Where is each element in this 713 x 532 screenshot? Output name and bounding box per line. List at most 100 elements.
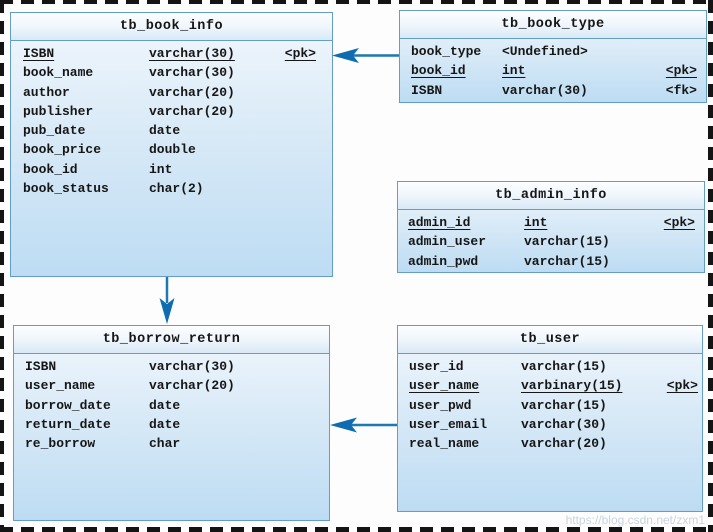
table-columns: user_id varchar(15) user_name varbinary(…: [398, 354, 702, 453]
column-name: user_name: [409, 378, 480, 394]
outer-dashed-border-top: [0, 0, 713, 4]
column-name: return_date: [25, 416, 111, 432]
column-name: admin_user: [408, 234, 487, 250]
table-row: author varchar(20): [11, 83, 332, 102]
table-row: admin_id int <pk>: [398, 213, 704, 232]
column-type: varchar(20): [149, 84, 235, 100]
entity-table-tb-borrow-return: tb_borrow_return ISBN varchar(30) user_n…: [13, 325, 330, 521]
table-row: admin_user varchar(15): [398, 232, 704, 251]
column-key: <pk>: [665, 63, 697, 79]
column-type: char(2): [149, 181, 204, 197]
table-columns: admin_id int <pk> admin_user varchar(15)…: [398, 210, 704, 271]
entity-table-tb-book-type: tb_book_type book_type <Undefined> book_…: [399, 10, 707, 103]
column-name: borrow_date: [25, 397, 111, 413]
column-name: admin_pwd: [408, 253, 479, 269]
column-type: varchar(30): [149, 46, 235, 61]
column-type: varchar(20): [149, 103, 235, 119]
relation-arrow-book-info-to-borrow-return: [159, 277, 175, 324]
table-row: book_name varchar(30): [11, 63, 332, 82]
entity-table-tb-user: tb_user user_id varchar(15) user_name va…: [397, 325, 703, 512]
table-row: pub_date date: [11, 121, 332, 140]
relation-arrow-book-type-to-book-info: [332, 48, 399, 63]
entity-table-tb-admin-info: tb_admin_info admin_id int <pk> admin_us…: [397, 181, 705, 273]
column-type: varbinary(15): [521, 378, 623, 394]
column-name: pub_date: [23, 123, 86, 139]
column-name: real_name: [409, 436, 480, 452]
table-row: book_id int: [11, 160, 332, 179]
table-row: ISBN varchar(30): [14, 357, 329, 376]
column-name: book_type: [411, 44, 482, 59]
column-name: book_id: [23, 161, 78, 177]
table-title: tb_book_info: [11, 13, 332, 41]
table-row: book_price double: [11, 140, 332, 159]
watermark: https://blog.csdn.net/zxm1: [565, 513, 705, 527]
column-type: varchar(15): [524, 234, 610, 250]
column-type: varchar(15): [521, 359, 607, 374]
relation-arrow-user-to-borrow-return: [330, 417, 397, 433]
outer-dashed-border-right: [708, 0, 713, 532]
table-row: user_pwd varchar(15): [398, 396, 702, 415]
column-name: ISBN: [23, 46, 55, 61]
table-row: ISBN varchar(30) <pk>: [11, 44, 332, 63]
column-name: admin_id: [408, 215, 471, 230]
column-key: <pk>: [666, 378, 698, 394]
column-type: date: [149, 397, 181, 413]
column-name: book_name: [23, 65, 94, 81]
column-type: varchar(30): [149, 359, 235, 374]
column-type: double: [149, 142, 196, 158]
column-type: char: [149, 436, 181, 452]
column-type: varchar(15): [521, 397, 607, 413]
table-row: real_name varchar(20): [398, 434, 702, 453]
column-type: int: [524, 215, 548, 230]
column-name: re_borrow: [25, 436, 96, 452]
table-row: user_email varchar(30): [398, 415, 702, 434]
column-name: user_id: [409, 359, 464, 374]
table-row: publisher varchar(20): [11, 102, 332, 121]
column-type: varchar(20): [521, 436, 607, 452]
table-title: tb_borrow_return: [14, 326, 329, 354]
table-columns: book_type <Undefined> book_id int <pk> I…: [400, 39, 706, 100]
column-type: varchar(15): [524, 253, 610, 269]
outer-dashed-border-left: [0, 0, 4, 532]
table-row: book_id int <pk>: [400, 61, 706, 80]
column-name: user_name: [25, 378, 96, 394]
column-key: <pk>: [663, 215, 695, 230]
column-name: user_pwd: [409, 397, 472, 413]
column-name: author: [23, 84, 70, 100]
column-name: publisher: [23, 103, 94, 119]
outer-dashed-border-bottom: [0, 527, 713, 532]
table-row: admin_pwd varchar(15): [398, 252, 704, 271]
column-name: ISBN: [25, 359, 57, 374]
table-row: user_name varbinary(15) <pk>: [398, 376, 702, 395]
column-type: varchar(20): [149, 378, 235, 394]
table-title: tb_user: [398, 326, 702, 354]
column-name: book_id: [411, 63, 466, 79]
column-type: int: [149, 161, 173, 177]
table-row: return_date date: [14, 415, 329, 434]
table-row: re_borrow char: [14, 434, 329, 453]
table-columns: ISBN varchar(30) <pk> book_name varchar(…: [11, 41, 332, 198]
column-key: <pk>: [284, 46, 316, 61]
entity-table-tb-book-info: tb_book_info ISBN varchar(30) <pk> book_…: [10, 12, 333, 277]
column-name: user_email: [409, 416, 488, 432]
column-type: varchar(30): [521, 416, 607, 432]
column-type: varchar(30): [149, 65, 235, 81]
column-type: date: [149, 123, 181, 139]
table-row: book_status char(2): [11, 179, 332, 198]
table-row: ISBN varchar(30) <fk>: [400, 81, 706, 100]
column-name: book_status: [23, 181, 109, 197]
table-columns: ISBN varchar(30) user_name varchar(20) b…: [14, 354, 329, 453]
column-type: varchar(30): [502, 82, 588, 98]
table-title: tb_book_type: [400, 11, 706, 39]
table-row: user_id varchar(15): [398, 357, 702, 376]
table-row: user_name varchar(20): [14, 376, 329, 395]
column-key: <fk>: [665, 82, 697, 98]
column-type: date: [149, 416, 181, 432]
column-type: <Undefined>: [502, 44, 588, 59]
column-type: int: [502, 63, 526, 79]
table-title: tb_admin_info: [398, 182, 704, 210]
column-name: book_price: [23, 142, 102, 158]
table-row: borrow_date date: [14, 396, 329, 415]
table-row: book_type <Undefined>: [400, 42, 706, 61]
